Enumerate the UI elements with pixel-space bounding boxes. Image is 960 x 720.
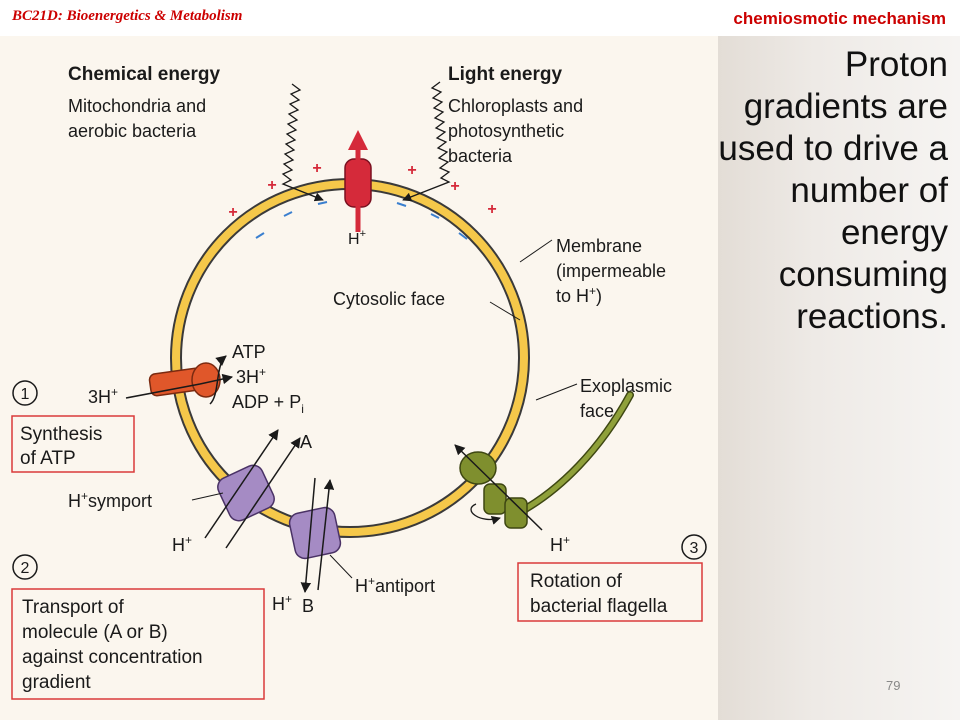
step2-box (11, 588, 265, 700)
chemical-energy-line1: Mitochondria and (68, 96, 206, 116)
light-energy-line3: bacteria (448, 146, 513, 166)
step1-marker (12, 380, 38, 406)
atp-curve-arrow (209, 355, 227, 405)
step2-line3: against concentration (22, 647, 203, 668)
step1-line1: Synthesis (20, 424, 102, 445)
minus-sign (396, 202, 407, 207)
plus-sign: + (312, 160, 321, 177)
light-energy-line2: photosynthetic (448, 121, 564, 141)
cytosolic-face-label: Cytosolic face (333, 289, 445, 309)
minus-sign (283, 211, 293, 217)
plus-sign: + (267, 177, 276, 194)
b-label: B (302, 596, 314, 616)
chemiosmotic-diagram: + + + + + + H+ Chemical energy Mitochond… (11, 64, 707, 700)
antiport-label: H+antiport (355, 574, 435, 596)
light-energy-arrow (402, 81, 451, 202)
symport-label: H+symport (68, 489, 152, 511)
figure-page-edge (718, 36, 960, 720)
atp-label: ATP (232, 342, 266, 362)
antiport-arrow-down (300, 477, 316, 594)
step2-number: 2 (21, 560, 30, 577)
plus-sign: + (487, 201, 496, 218)
antiport-arrow-up (317, 478, 335, 591)
exoplasmic-face-label-1: Exoplasmic (580, 376, 672, 396)
atp-synthase-arrow (125, 373, 234, 399)
antiport-pointer (329, 554, 353, 579)
step3-line2: bacterial flagella (530, 596, 668, 617)
slide-caption: Proton gradients are used to drive a num… (718, 45, 948, 336)
pump-h-plus: H+ (348, 228, 366, 248)
step2-line2: molecule (A or B) (22, 622, 168, 643)
minus-sign (317, 201, 328, 205)
course-header: BC21D: Bioenergetics & Metabolism (12, 8, 243, 24)
step3-marker (681, 534, 707, 560)
cytosolic-pointer (489, 301, 521, 321)
antiport-transporter (288, 506, 342, 560)
step1-line2: of ATP (20, 448, 76, 469)
plus-sign: + (228, 204, 237, 221)
chemical-energy-line2: aerobic bacteria (68, 121, 197, 141)
step1-box (11, 415, 135, 473)
three-h-right: 3H+ (236, 365, 266, 387)
flagellum-proton-arrow (454, 444, 543, 531)
step2-line1: Transport of (22, 597, 124, 618)
plus-sign: + (407, 162, 416, 179)
three-h-left: 3H+ (88, 385, 118, 407)
chemical-energy-title: Chemical energy (68, 64, 220, 85)
membrane-label-3: to H+) (556, 284, 602, 306)
minus-sign (458, 232, 468, 240)
page-number: 79 (886, 678, 901, 693)
minus-sign (255, 232, 265, 239)
symport-transporter (217, 464, 275, 522)
symport-arrow-h (204, 429, 279, 539)
topic-title: chemiosmotic mechanism (733, 9, 946, 28)
plus-sign: + (450, 178, 459, 195)
minus-sign (430, 213, 440, 219)
membrane-label-1: Membrane (556, 236, 642, 256)
exoplasmic-pointer (535, 383, 578, 401)
symport-pointer (191, 492, 224, 501)
membrane-label-2: (impermeable (556, 261, 666, 281)
adp-pi-label: ADP + Pi (232, 392, 304, 416)
step2-marker (12, 554, 38, 580)
chemical-energy-arrow (281, 83, 324, 202)
step2-line4: gradient (22, 672, 91, 693)
symport-h-plus: H+ (172, 533, 192, 555)
light-energy-line1: Chloroplasts and (448, 96, 583, 116)
antiport-h-plus: H+ (272, 592, 292, 614)
flagella-h-plus: H+ (550, 533, 570, 555)
step3-number: 3 (690, 540, 699, 557)
step1-number: 1 (21, 386, 30, 403)
membrane-pointer (519, 239, 553, 263)
light-energy-title: Light energy (448, 64, 562, 85)
a-label: A (300, 432, 312, 452)
symport-arrow-a (225, 437, 301, 549)
exoplasmic-face-label-2: face (580, 401, 614, 421)
step3-box (517, 562, 703, 622)
step3-line1: Rotation of (530, 571, 623, 592)
